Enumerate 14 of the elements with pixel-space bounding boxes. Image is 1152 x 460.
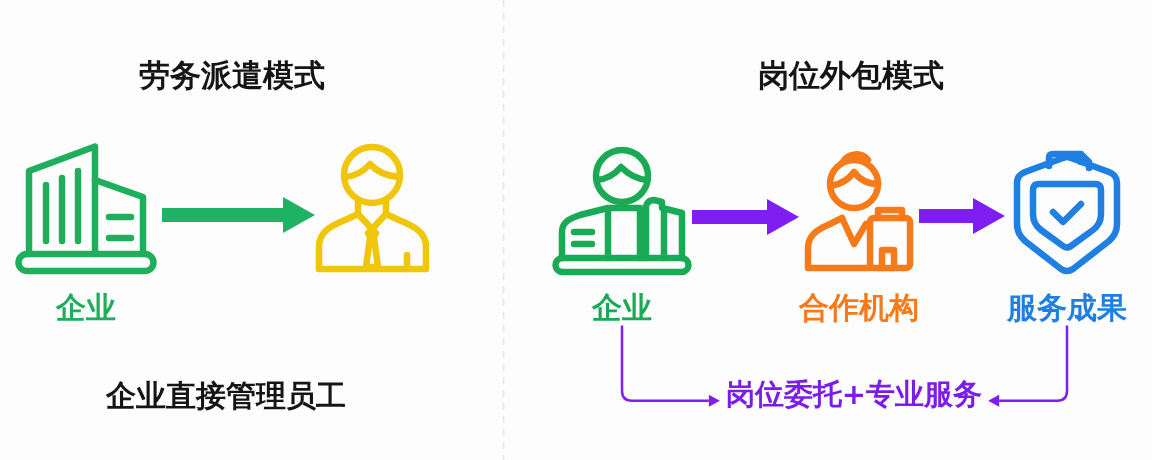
arrow [988,325,1069,407]
arrow [620,325,720,407]
arrow [919,198,1005,234]
person-icon [315,143,430,273]
node-label: 岗位委托+专业服务 [719,378,989,412]
note-text: 企业直接管理员工 [106,379,346,414]
node-label: 服务成果 [1007,291,1127,326]
node-label: 企业 [592,291,652,326]
arrow [692,199,799,235]
heading: 劳务派遣模式 [139,58,325,94]
node-label: 企业 [56,291,116,326]
heading: 岗位外包模式 [758,58,944,94]
node-label: 合作机构 [799,291,919,326]
arrow [162,197,315,233]
